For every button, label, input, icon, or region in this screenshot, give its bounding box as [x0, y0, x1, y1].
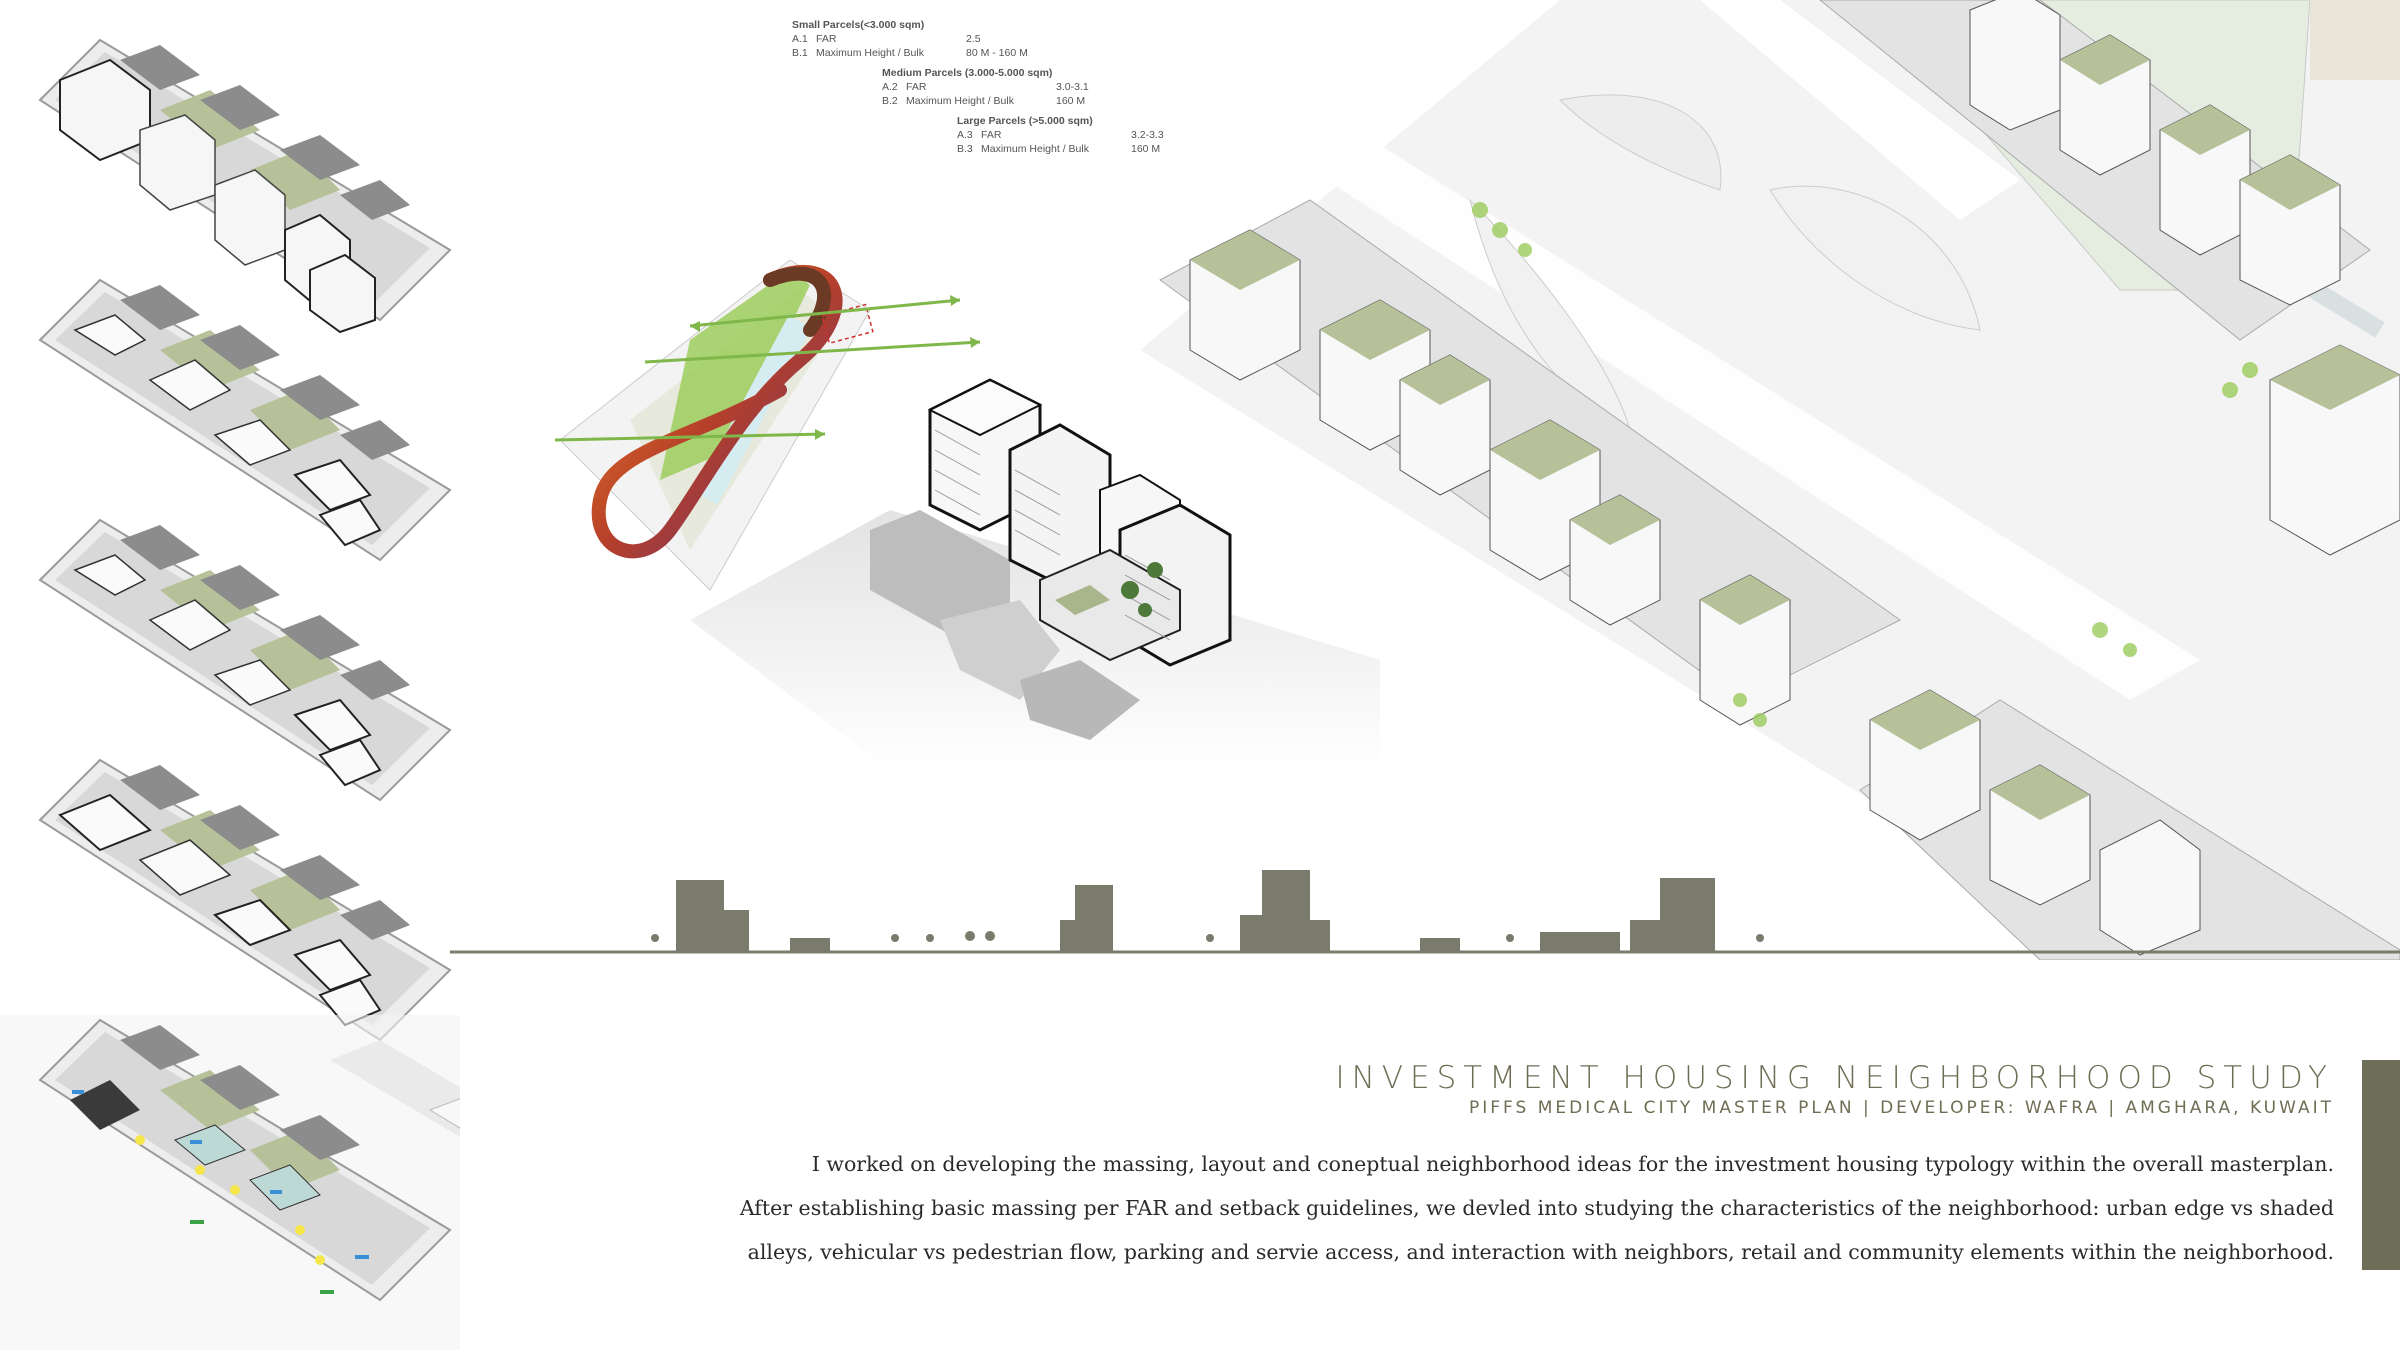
param-code: A.2 — [882, 81, 898, 93]
param-label: FAR — [981, 129, 1002, 141]
param-value: 3.2-3.3 — [1131, 129, 1164, 141]
medium-parcels-height-row: B.2 Maximum Height / Bulk 160 M — [882, 94, 1242, 108]
param-code: A.3 — [957, 129, 973, 141]
massing-study-3 — [38, 518, 452, 802]
description-line-3: alleys, vehicular vs pedestrian flow, pa… — [747, 1240, 2334, 1264]
landscape-trees — [1472, 202, 2258, 727]
section-svg — [450, 870, 2400, 954]
massing-study-1 — [38, 38, 452, 334]
param-label: FAR — [906, 81, 927, 93]
param-value: 2.5 — [966, 33, 981, 45]
project-description: I worked on developing the massing, layo… — [740, 1142, 2334, 1274]
param-label: FAR — [816, 33, 837, 45]
param-code: B.2 — [882, 95, 898, 107]
circulation-flow-diagram — [540, 250, 1010, 620]
masterplan-svg — [1140, 0, 2400, 960]
param-label: Maximum Height / Bulk — [906, 95, 1014, 107]
description-line-2: After establishing basic massing per FAR… — [739, 1196, 2334, 1220]
medium-parcels-far-row: A.2 FAR 3.0-3.1 — [882, 80, 1242, 94]
param-value: 160 M — [1056, 95, 1086, 107]
page-title: INVESTMENT HOUSING NEIGHBORHOOD STUDY — [1335, 1060, 2334, 1096]
accent-bar — [2362, 1060, 2400, 1270]
building-cluster-axon — [690, 360, 1380, 770]
massing-study-5-circulation — [0, 1015, 460, 1350]
left-block-buildings — [1189, 229, 1791, 726]
massing-study-4 — [38, 758, 452, 1042]
param-label: Maximum Height / Bulk — [981, 143, 1089, 155]
param-code: B.3 — [957, 143, 973, 155]
section-trees — [651, 931, 1764, 942]
flow-loop-svg — [554, 259, 981, 591]
palm-trees — [1121, 562, 1163, 617]
param-value: 80 M - 160 M — [966, 47, 1028, 59]
param-code: A.1 — [792, 33, 808, 45]
large-parcels-far-row: A.3 FAR 3.2-3.3 — [957, 128, 1242, 142]
right-block-buildings — [1969, 0, 2400, 556]
large-parcels-heading: Large Parcels (>5.000 sqm) — [957, 115, 1093, 127]
massing-study-diagrams — [0, 38, 460, 1350]
param-label: Maximum Height / Bulk — [816, 47, 924, 59]
small-parcels-block: Small Parcels(<3.000 sqm) A.1 FAR 2.5 B.1 M… — [792, 18, 1242, 60]
large-parcels-height-row: B.3 Maximum Height / Bulk 160 M — [957, 142, 1242, 156]
lower-block-buildings — [1869, 689, 2201, 956]
param-value: 3.0-3.1 — [1056, 81, 1089, 93]
param-code: B.1 — [792, 47, 808, 59]
medium-parcels-block: Medium Parcels (3.000-5.000 sqm) A.2 FAR 3… — [882, 66, 1242, 108]
massing-study-stack — [0, 0, 460, 1350]
street-section — [450, 860, 2400, 970]
large-parcels-block: Large Parcels (>5.000 sqm) A.3 FAR 3.2-3.3… — [957, 114, 1242, 156]
medium-parcels-heading: Medium Parcels (3.000-5.000 sqm) — [882, 67, 1053, 79]
cluster-svg — [690, 378, 1380, 770]
massing-study-2 — [38, 278, 452, 562]
small-parcels-height-row: B.1 Maximum Height / Bulk 80 M - 160 M — [792, 46, 1242, 60]
description-line-1: I worked on developing the massing, layo… — [811, 1152, 2334, 1176]
page-subtitle: PIFFS MEDICAL CITY MASTER PLAN | DEVELOP… — [1468, 1098, 2334, 1118]
masterplan-axon — [1140, 0, 2400, 960]
small-parcels-heading: Small Parcels(<3.000 sqm) — [792, 19, 925, 31]
param-value: 160 M — [1131, 143, 1161, 155]
small-parcels-far-row: A.1 FAR 2.5 — [792, 32, 1242, 46]
